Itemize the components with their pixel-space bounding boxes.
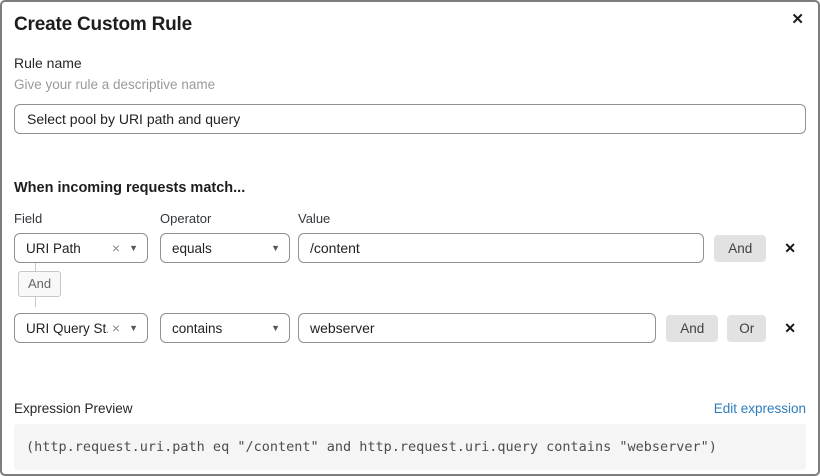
clear-icon[interactable]: × xyxy=(111,320,121,336)
rule-name-input[interactable] xyxy=(14,104,806,134)
rule-name-label: Rule name xyxy=(14,55,82,71)
close-icon[interactable]: ✕ xyxy=(787,8,808,31)
field-select[interactable]: URI Query St... × ▼ xyxy=(14,313,148,343)
chevron-down-icon: ▼ xyxy=(129,242,138,253)
value-column-label: Value xyxy=(298,211,331,226)
field-column-label: Field xyxy=(14,211,43,226)
value-input[interactable] xyxy=(298,313,657,343)
and-button[interactable]: And xyxy=(666,314,719,342)
chevron-down-icon: ▼ xyxy=(129,322,138,333)
expression-preview-header: Expression Preview Edit expression xyxy=(14,401,806,416)
condition-column-labels: Field Operator Value xyxy=(14,211,806,227)
edit-expression-link[interactable]: Edit expression xyxy=(713,401,806,416)
expression-preview-label: Expression Preview xyxy=(14,401,133,416)
operator-select[interactable]: equals ▼ xyxy=(160,233,290,263)
operator-select-value: contains xyxy=(172,320,223,336)
match-section-heading: When incoming requests match... xyxy=(14,180,246,196)
and-connector-chip: And xyxy=(18,271,62,298)
expression-preview-code: (http.request.uri.path eq "/content" and… xyxy=(14,424,806,470)
operator-select-value: equals xyxy=(172,240,212,256)
clear-icon[interactable]: × xyxy=(111,240,121,256)
or-button[interactable]: Or xyxy=(727,314,767,342)
field-select-value: URI Path xyxy=(26,240,81,256)
expression-text: (http.request.uri.path eq "/content" and… xyxy=(26,439,717,455)
condition-row-1: URI Path × ▼ equals ▼ And ✕ xyxy=(14,233,806,263)
field-select-value: URI Query St... xyxy=(26,320,108,336)
page-title: Create Custom Rule xyxy=(14,14,192,35)
condition-row-2: URI Query St... × ▼ contains ▼ And Or ✕ xyxy=(14,313,806,343)
operator-select[interactable]: contains ▼ xyxy=(160,313,290,343)
and-button[interactable]: And xyxy=(714,234,767,262)
field-select[interactable]: URI Path × ▼ xyxy=(14,233,148,263)
delete-row-icon[interactable]: ✕ xyxy=(784,240,796,256)
chevron-down-icon: ▼ xyxy=(271,242,280,253)
delete-row-icon[interactable]: ✕ xyxy=(784,320,796,336)
operator-column-label: Operator xyxy=(160,211,212,226)
condition-connector: And xyxy=(14,263,806,307)
chevron-down-icon: ▼ xyxy=(271,322,280,333)
rule-name-hint: Give your rule a descriptive name xyxy=(14,77,216,92)
value-input[interactable] xyxy=(298,233,705,263)
